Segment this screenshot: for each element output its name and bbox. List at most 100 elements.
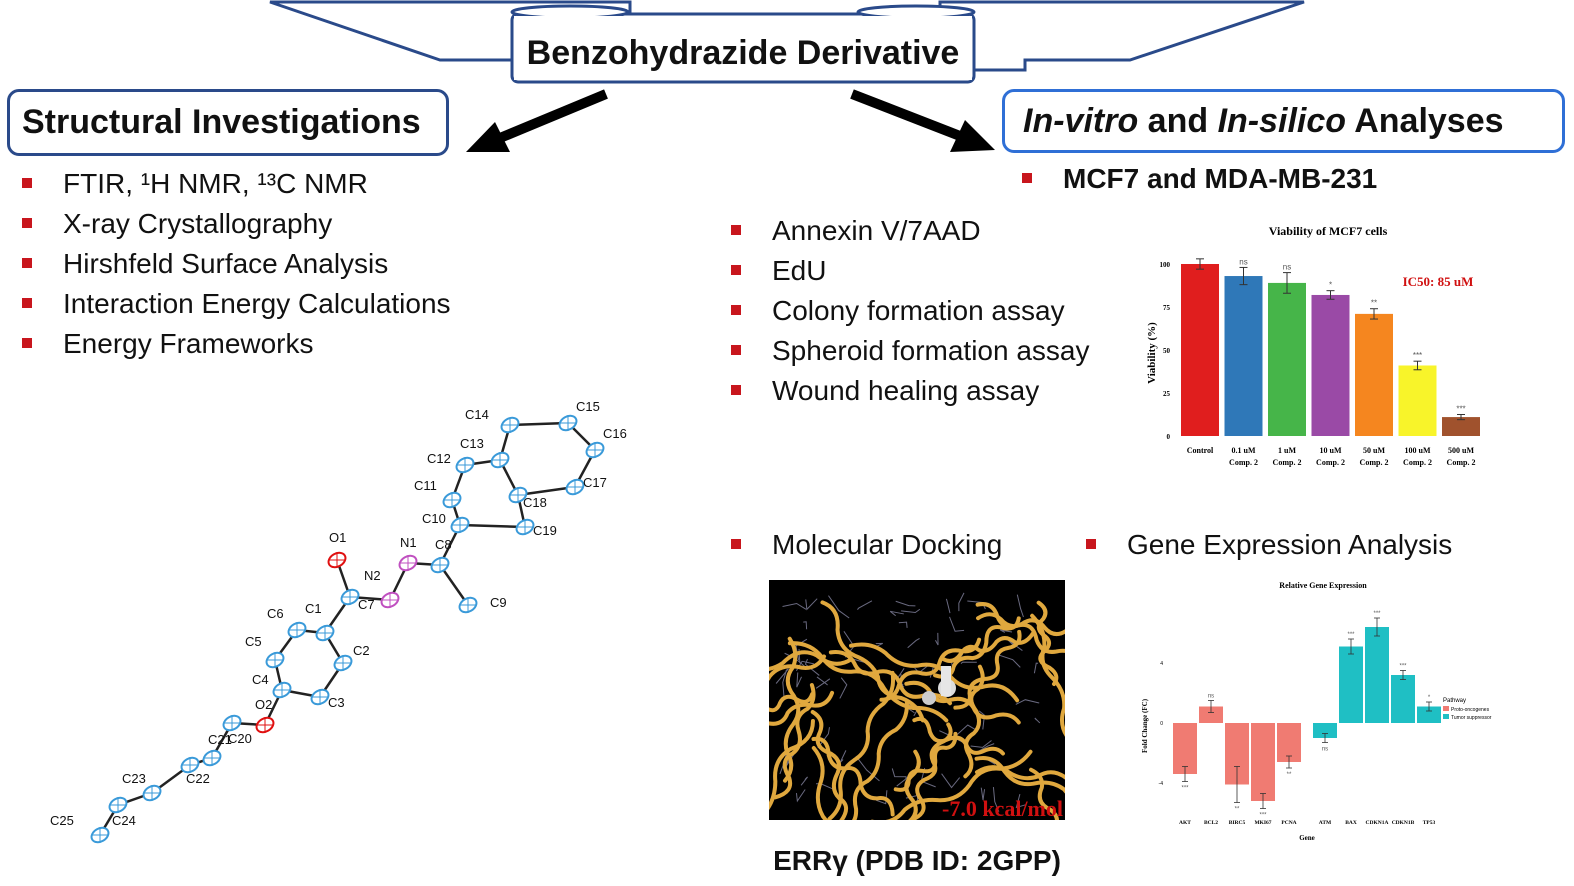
atom bbox=[565, 478, 585, 496]
sidechain bbox=[839, 677, 848, 699]
helix-ribbon bbox=[933, 616, 1021, 679]
bar bbox=[1199, 706, 1223, 723]
list-item: Colony formation assay bbox=[727, 291, 1090, 331]
sidechain bbox=[800, 776, 808, 786]
helix-ribbon bbox=[976, 612, 1065, 637]
sidechain bbox=[999, 629, 1013, 633]
ligand bbox=[922, 691, 936, 705]
sidechain bbox=[805, 598, 818, 611]
significance-label: *** bbox=[1347, 632, 1355, 638]
helix-ribbon bbox=[811, 746, 847, 820]
helix-ribbon bbox=[769, 654, 827, 716]
atom bbox=[340, 588, 360, 606]
helix-ribbon bbox=[941, 631, 1035, 663]
sidechain bbox=[795, 789, 806, 803]
atom-label: O1 bbox=[329, 530, 346, 545]
atom-label: C25 bbox=[50, 813, 74, 828]
atom bbox=[458, 596, 478, 614]
helix-ribbon bbox=[835, 699, 909, 820]
x-tick-label: ATM bbox=[1319, 820, 1332, 826]
atom-label: C8 bbox=[435, 537, 452, 552]
sidechain bbox=[816, 676, 828, 686]
helix-ribbon bbox=[953, 629, 1022, 710]
atom bbox=[202, 749, 222, 767]
sidechain bbox=[828, 595, 850, 619]
y-tick-label: 50 bbox=[1163, 347, 1171, 355]
cell-lines-list: MCF7 and MDA-MB-231 bbox=[1018, 159, 1377, 199]
atom bbox=[287, 621, 307, 639]
sidechain bbox=[1015, 699, 1040, 705]
atom bbox=[450, 516, 470, 534]
list-item: EdU bbox=[727, 251, 1090, 291]
x-axis-label: Gene bbox=[1299, 834, 1315, 842]
x-tick-label: CDKN1A bbox=[1366, 820, 1389, 826]
atom-label: C14 bbox=[465, 407, 489, 422]
bar bbox=[1277, 723, 1301, 762]
significance-label: ** bbox=[1371, 299, 1377, 308]
sidechain bbox=[907, 637, 920, 649]
atom bbox=[558, 414, 578, 432]
atom bbox=[490, 451, 510, 469]
structural-heading: Structural Investigations bbox=[22, 103, 421, 141]
y-tick-label: 0 bbox=[1160, 721, 1163, 727]
atom-label: C22 bbox=[186, 771, 210, 786]
list-item: X-ray Crystallography bbox=[18, 204, 451, 244]
atom-label: C5 bbox=[245, 634, 262, 649]
atom-label: C23 bbox=[122, 771, 146, 786]
atom bbox=[108, 796, 128, 814]
sidechain bbox=[945, 598, 951, 614]
x-tick-label: PCNA bbox=[1281, 820, 1296, 826]
sidechain bbox=[949, 616, 965, 632]
bond bbox=[509, 421, 569, 427]
sidechain bbox=[803, 621, 808, 630]
atom bbox=[315, 624, 335, 642]
y-axis-label: Fold Change (FC) bbox=[1141, 698, 1149, 753]
atom-label: C7 bbox=[358, 597, 375, 612]
helix-ribbon bbox=[904, 680, 1021, 725]
atom bbox=[310, 688, 330, 706]
helix-ribbon bbox=[912, 716, 1005, 756]
significance-label: * bbox=[1428, 695, 1431, 701]
structural-heading-box: Structural Investigations bbox=[7, 89, 449, 156]
assay-list: Annexin V/7AAD EdU Colony formation assa… bbox=[727, 211, 1090, 411]
sidechain bbox=[1015, 793, 1026, 809]
bar bbox=[1442, 417, 1480, 436]
sidechain bbox=[876, 790, 888, 805]
x-tick-label: 500 uM bbox=[1448, 446, 1474, 455]
chart-title: Relative Gene Expression bbox=[1279, 581, 1367, 590]
heading-analyses: Analyses bbox=[1346, 101, 1504, 140]
x-tick-label: AKT bbox=[1179, 820, 1191, 826]
gene-label: Gene Expression Analysis bbox=[1082, 525, 1452, 565]
legend-item: Tumor suppressor bbox=[1451, 715, 1492, 721]
helix-ribbon bbox=[898, 749, 921, 820]
x-tick-label: 0.1 uM bbox=[1232, 446, 1256, 455]
sidechain bbox=[782, 602, 807, 610]
list-item: Wound healing assay bbox=[727, 371, 1090, 411]
significance-label: ns bbox=[1283, 263, 1291, 272]
ic50-annotation: IC50: 85 uM bbox=[1403, 274, 1474, 289]
atom-label: C1 bbox=[305, 601, 322, 616]
sidechain bbox=[1034, 717, 1041, 724]
atom bbox=[272, 681, 292, 699]
atom bbox=[442, 491, 462, 509]
analyses-heading-box: In-vitro and In-silico Analyses bbox=[1002, 89, 1565, 153]
sidechain bbox=[958, 592, 965, 612]
atom-label: C4 bbox=[252, 672, 269, 687]
x-tick-label: 10 uM bbox=[1320, 446, 1342, 455]
sidechain bbox=[901, 608, 921, 614]
docking-image: -7.0 kcal/mol bbox=[769, 580, 1065, 820]
significance-label: ** bbox=[1235, 807, 1240, 813]
ligand bbox=[941, 666, 951, 696]
helix-ribbon bbox=[820, 600, 925, 723]
sidechain bbox=[895, 600, 916, 607]
branch-arrows bbox=[466, 89, 995, 152]
banner-ribbon bbox=[269, 0, 1305, 84]
bar bbox=[1181, 264, 1219, 436]
docking-energy: -7.0 kcal/mol bbox=[942, 796, 1063, 820]
atom bbox=[265, 651, 285, 669]
sidechain bbox=[999, 654, 1021, 668]
significance-label: *** bbox=[1181, 786, 1189, 792]
bond bbox=[459, 523, 526, 529]
x-tick-label: 50 uM bbox=[1363, 446, 1385, 455]
bar bbox=[1311, 294, 1350, 436]
